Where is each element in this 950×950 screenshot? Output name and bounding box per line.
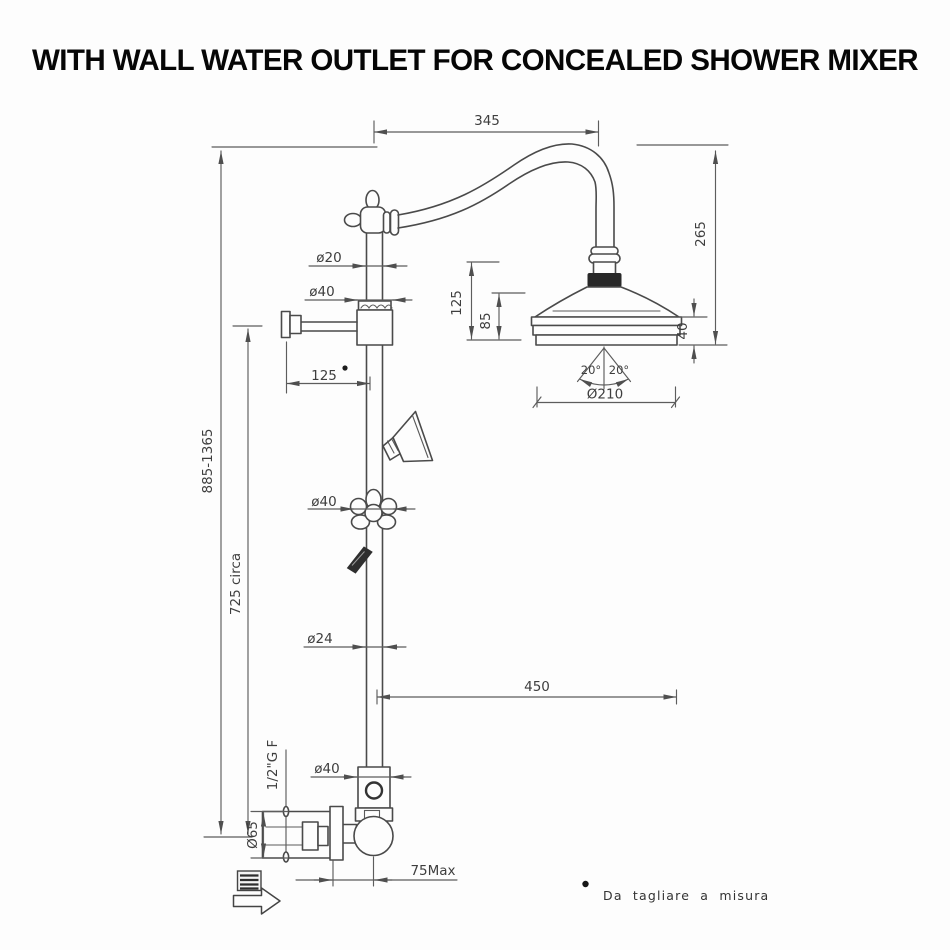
hose-outlet-stub: [346, 546, 373, 574]
dim-diverter-diameter: ø40: [307, 494, 416, 512]
rim-height-label: 40: [675, 322, 691, 339]
wall-hatch-icon: [236, 870, 262, 892]
lower-outlet-slider-outline: [354, 766, 394, 822]
spray-angle-left-label: 20°: [581, 363, 601, 377]
footnote-dot-marker: [582, 880, 589, 888]
dim-outlet-slider-diameter: ø40: [310, 761, 412, 780]
head-diameter-label: Ø210: [587, 387, 623, 403]
riser-height-range-label: 885-1365: [200, 429, 216, 494]
page-title: WITH WALL WATER OUTLET FOR CONCEALED SHO…: [32, 44, 919, 77]
riser-diameter-label: ø24: [307, 631, 332, 647]
hand-shower-holder-outline: [382, 410, 434, 463]
outlet-slider-diameter-label: ø40: [314, 761, 339, 777]
connection-thread-label: 1/2"G F: [265, 740, 281, 790]
head-collar: [587, 273, 622, 287]
dim-arm-projection: 345: [373, 113, 600, 147]
wall-bracket-offset-label: 125: [311, 368, 337, 384]
wall-direction-arrow-icon: [232, 887, 281, 915]
wall-body-diameter-label: Ø65: [245, 821, 261, 849]
riser-top-elbow-outline: [343, 189, 400, 236]
wall-offset-max-label: 75Max: [410, 863, 455, 879]
dim-head-diameter: Ø210: [532, 386, 681, 409]
footnote: Da tagliare a misura: [582, 880, 769, 903]
upper-slider-outline: [356, 300, 394, 346]
riser-height-approx-label: 725 circa: [228, 553, 244, 615]
head-reach-label: 450: [524, 679, 550, 695]
dim-rim-height: 40: [675, 298, 728, 364]
wall-bracket-outline: [280, 310, 358, 339]
riser-top-diameter-label: ø20: [316, 250, 341, 266]
dim-riser-height-range: 885-1365: [200, 146, 378, 838]
mixer-wall-body-outline: [261, 749, 344, 863]
diverter-cross-handle-outline: [349, 488, 398, 530]
cut-to-size-marker: [342, 365, 348, 371]
dim-head-reach: 450: [376, 679, 678, 705]
dim-riser-height-approx: 725 circa: [228, 325, 263, 835]
spray-angle-right-label: 20°: [609, 363, 629, 377]
bell-height-label: 85: [478, 312, 494, 329]
shower-arm-outline: [397, 143, 615, 249]
dim-head-overall-height: 125: [449, 261, 522, 341]
dim-connection-thread: 1/2"G F: [265, 740, 281, 790]
dim-wall-body-diameter: Ø65: [245, 810, 289, 859]
footnote-text: Da tagliare a misura: [603, 888, 769, 903]
dim-spray-angles: 20° 20°: [576, 346, 632, 390]
shower-head-outline: [530, 246, 683, 346]
upper-slider-diameter-label: ø40: [309, 284, 334, 300]
head-overall-height-label: 125: [449, 290, 465, 316]
diverter-diameter-label: ø40: [311, 494, 336, 510]
dim-head-drop: 265: [636, 144, 729, 345]
arm-projection-label: 345: [474, 113, 500, 129]
dim-riser-top-diameter: ø20: [308, 250, 408, 269]
dim-wall-offset-max: 75Max: [295, 856, 458, 887]
outlet-elbow-outline: [341, 815, 394, 857]
dim-upper-slider-diameter: ø40: [304, 284, 413, 303]
head-drop-label: 265: [693, 221, 709, 247]
dim-wall-bracket-offset: 125: [285, 341, 371, 394]
dim-bell-height: 85: [478, 292, 526, 340]
dim-riser-diameter: ø24: [303, 631, 407, 650]
